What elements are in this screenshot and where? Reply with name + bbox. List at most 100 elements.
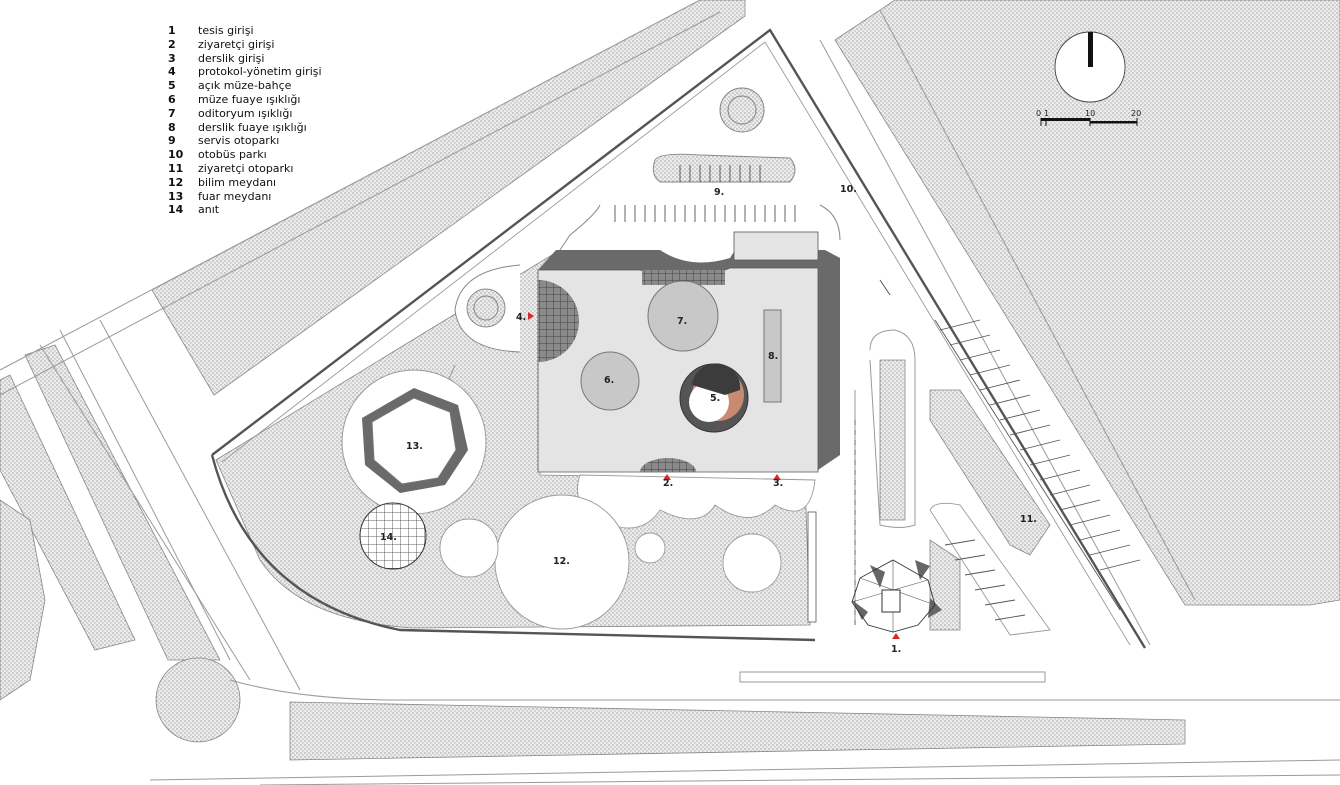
legend-text: derslik girişi: [198, 51, 265, 65]
legend-item: 1 tesis girişi: [168, 24, 322, 38]
legend-text: anıt: [198, 203, 220, 217]
legend-text: protokol-yönetim girişi: [198, 65, 322, 79]
north-arrow-icon: [1054, 31, 1126, 103]
label-13: 13.: [406, 441, 423, 452]
plan-labels: 1. 2. 3. 4. 5. 6. 7. 8. 9. 10. 11. 12. 1…: [380, 184, 1037, 655]
legend-text: otobüs parkı: [198, 148, 267, 162]
label-14: 14.: [380, 532, 397, 543]
building-annex: [733, 231, 819, 261]
label-8: 8.: [768, 351, 778, 362]
label-1: 1.: [891, 644, 901, 655]
site-boundary-wall: [210, 28, 1147, 649]
main-building: [537, 231, 840, 473]
legend-number: 7: [168, 106, 176, 120]
legend: 1 tesis girişi 2 ziyaretçi girişi 3 derslik g…: [168, 24, 322, 217]
area-left-strip-2: [0, 374, 136, 651]
bench-strip: [807, 511, 817, 623]
legend-text: tesis girişi: [198, 24, 254, 37]
legend-item: 11 ziyaretçi otoparkı: [168, 162, 322, 176]
legend-number: 5: [168, 79, 176, 93]
skylight-6: [580, 351, 640, 411]
legend-number: 9: [168, 134, 176, 148]
label-2: 2.: [663, 478, 673, 489]
legend-text: oditoryum ışıklığı: [198, 106, 293, 120]
entrance-marker-2: [663, 474, 671, 480]
scale-label-1: 1: [1044, 109, 1049, 118]
protocol-plaza: [454, 264, 521, 353]
legend-item: 7 oditoryum ışıklığı: [168, 107, 322, 121]
legend-item: 2 ziyaretçi girişi: [168, 38, 322, 52]
scale-bar: 0 1 10 20: [1036, 109, 1141, 126]
bus-loop: [854, 279, 916, 625]
legend-number: 2: [168, 37, 176, 51]
site-inner-line: [221, 41, 1131, 646]
entrance-grid-left: [538, 280, 579, 362]
entrance-grid-bottom: [640, 458, 696, 472]
skylight-8: [763, 309, 782, 403]
legend-number: 12: [168, 175, 184, 189]
monument-grid: [359, 502, 427, 570]
legend-item: 6 müze fuaye ışıklığı: [168, 93, 322, 107]
legend-item: 13 fuar meydanı: [168, 190, 322, 204]
scale-label-0: 0: [1036, 109, 1041, 118]
legend-item: 14 anıt: [168, 203, 322, 217]
entrance-grid-top: [642, 270, 725, 285]
label-7: 7.: [677, 316, 687, 327]
label-11: 11.: [1020, 514, 1037, 525]
entrance-marker-3: [773, 474, 781, 480]
area-bus-island: [879, 359, 906, 521]
legend-number: 6: [168, 92, 176, 106]
visitor-parking: [929, 319, 1141, 636]
legend-text: ziyaretçi otoparkı: [198, 161, 294, 175]
legend-text: açık müze-bahçe: [198, 79, 292, 93]
area-parking-green: [929, 389, 1051, 556]
legend-text: ziyaretçi girişi: [198, 37, 275, 51]
legend-item: 12 bilim meydanı: [168, 176, 322, 190]
legend-text: bilim meydanı: [198, 175, 277, 189]
legend-number: 1: [168, 24, 176, 37]
legend-item: 4 protokol-yönetim girişi: [168, 65, 322, 79]
skylight-7: [647, 280, 719, 352]
legend-item: 10 otobüs parkı: [168, 148, 322, 162]
label-5: 5.: [710, 393, 720, 404]
label-12: 12.: [553, 556, 570, 567]
legend-item: 5 açık müze-bahçe: [168, 79, 322, 93]
entrance-marker-4: [528, 312, 534, 320]
legend-text: derslik fuaye ışıklığı: [198, 120, 307, 134]
label-9: 9.: [714, 187, 724, 198]
lower-plaza: [439, 474, 816, 630]
legend-number: 4: [168, 65, 176, 79]
legend-number: 11: [168, 161, 184, 175]
area-left-strip-1: [24, 344, 221, 661]
landscape-areas: [0, 0, 1340, 761]
area-left-edge: [0, 499, 46, 701]
area-top-right: [834, 0, 1340, 606]
legend-number: 13: [168, 189, 184, 203]
scale-label-10: 10: [1085, 109, 1095, 118]
legend-item: 3 derslik girişi: [168, 52, 322, 66]
service-parking: [559, 153, 841, 251]
legend-text: fuar meydanı: [198, 189, 272, 203]
area-bottom-strip: [289, 701, 1186, 761]
legend-text: müze fuaye ışıklığı: [198, 92, 301, 106]
fair-plaza: [341, 364, 487, 515]
legend-number: 3: [168, 51, 176, 65]
entrance-pavilion: [851, 559, 942, 633]
label-4: 4.: [516, 312, 526, 323]
entrance-markers: [528, 312, 900, 639]
plaza-12-circle: [494, 494, 630, 630]
legend-number: 10: [168, 148, 184, 162]
label-3: 3.: [773, 478, 783, 489]
label-10: 10.: [840, 184, 857, 195]
legend-item: 9 servis otoparkı: [168, 134, 322, 148]
area-right-lower: [929, 539, 961, 631]
legend-number: 14: [168, 203, 184, 217]
legend-text: servis otoparkı: [198, 134, 280, 148]
label-6: 6.: [604, 375, 614, 386]
entrance-marker-1: [892, 633, 900, 639]
scale-label-20: 20: [1131, 109, 1141, 118]
area-roundabout: [155, 657, 241, 743]
